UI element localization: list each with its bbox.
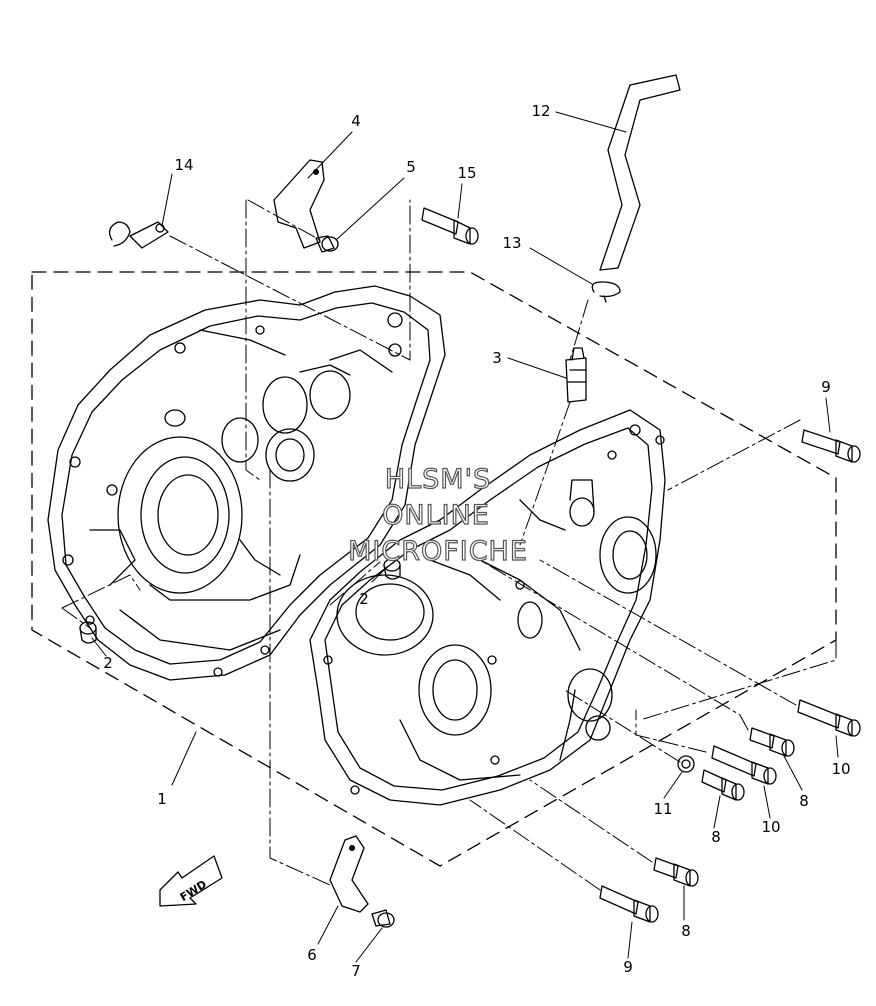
watermark-line-2: ONLINE — [382, 500, 490, 531]
callout-13: 13 — [502, 234, 521, 252]
breather-fitting — [565, 347, 587, 403]
forward-arrow — [159, 855, 223, 907]
assembly-lines — [61, 199, 837, 891]
callout-8-lower: 8 — [681, 922, 691, 940]
hose-clip — [591, 281, 621, 303]
callout-10-lower: 10 — [761, 818, 780, 836]
watermark-line-1: HLSM'S — [385, 464, 491, 495]
bolt-10-upper — [797, 699, 861, 737]
callout-14: 14 — [174, 156, 193, 174]
callout-1: 1 — [157, 790, 167, 808]
bolt-15 — [421, 207, 479, 245]
crankcase-left-half — [47, 285, 446, 681]
bolt-10-lower — [711, 745, 777, 785]
screw-lower — [371, 909, 395, 928]
crankcase-right-half — [309, 409, 666, 806]
callout-8-middle: 8 — [711, 828, 721, 846]
bolt-9-upper — [801, 429, 861, 463]
callout-12: 12 — [531, 102, 550, 120]
bolt-9-lower — [599, 885, 659, 923]
hose-guide-upper — [273, 159, 325, 249]
washer — [677, 755, 695, 773]
callout-3: 3 — [492, 349, 502, 367]
callout-6: 6 — [307, 946, 317, 964]
dowel-pin-left — [79, 621, 97, 644]
breather-hose — [599, 74, 681, 271]
callout-2-left: 2 — [103, 654, 113, 672]
wire-clamp — [108, 221, 169, 249]
bolt-8-upper — [749, 727, 795, 757]
callout-8-upper: 8 — [799, 792, 809, 810]
watermark-line-3: MICROFICHE — [348, 536, 528, 567]
bolt-8-middle — [701, 769, 745, 801]
callout-15: 15 — [457, 164, 476, 182]
hose-guide-lower — [329, 835, 369, 913]
callout-11: 11 — [653, 800, 672, 818]
forward-label: FWD — [178, 878, 209, 904]
screw-upper — [315, 235, 339, 253]
callout-5: 5 — [406, 158, 416, 176]
callout-7: 7 — [351, 962, 361, 980]
callout-9-lower: 9 — [623, 958, 633, 976]
bolt-8-lower — [653, 857, 699, 887]
dowel-pin-right — [383, 558, 401, 580]
callout-4: 4 — [351, 112, 361, 130]
callout-9-upper: 9 — [821, 378, 831, 396]
callout-2-right: 2 — [359, 590, 369, 608]
assembly-boundary-dashed — [31, 271, 837, 867]
callout-10-upper: 10 — [831, 760, 850, 778]
leader-lines — [91, 111, 839, 963]
